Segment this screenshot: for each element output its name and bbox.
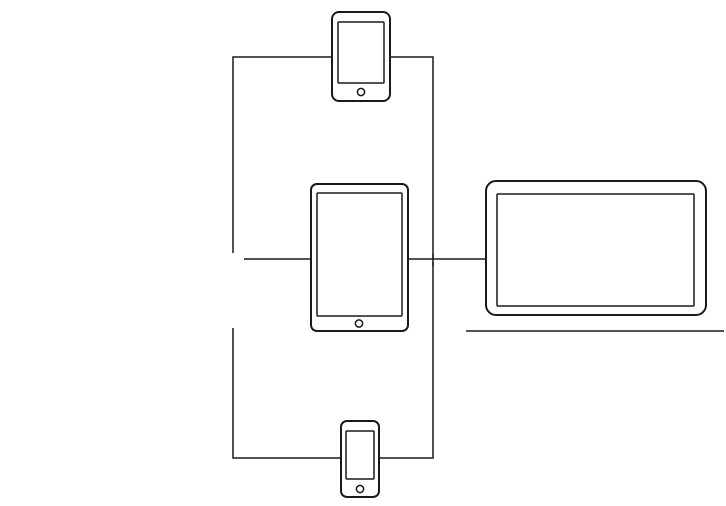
wire-bottom-left	[232, 328, 342, 459]
tablet-icon	[310, 183, 409, 332]
smartphone-icon	[340, 420, 380, 498]
smartphone-icon	[331, 11, 391, 102]
connection-wires	[232, 56, 486, 459]
wire-top-right	[389, 56, 434, 258]
wire-top-left	[232, 56, 333, 253]
wire-bottom-right	[378, 262, 434, 459]
laptop-icon	[466, 180, 724, 332]
